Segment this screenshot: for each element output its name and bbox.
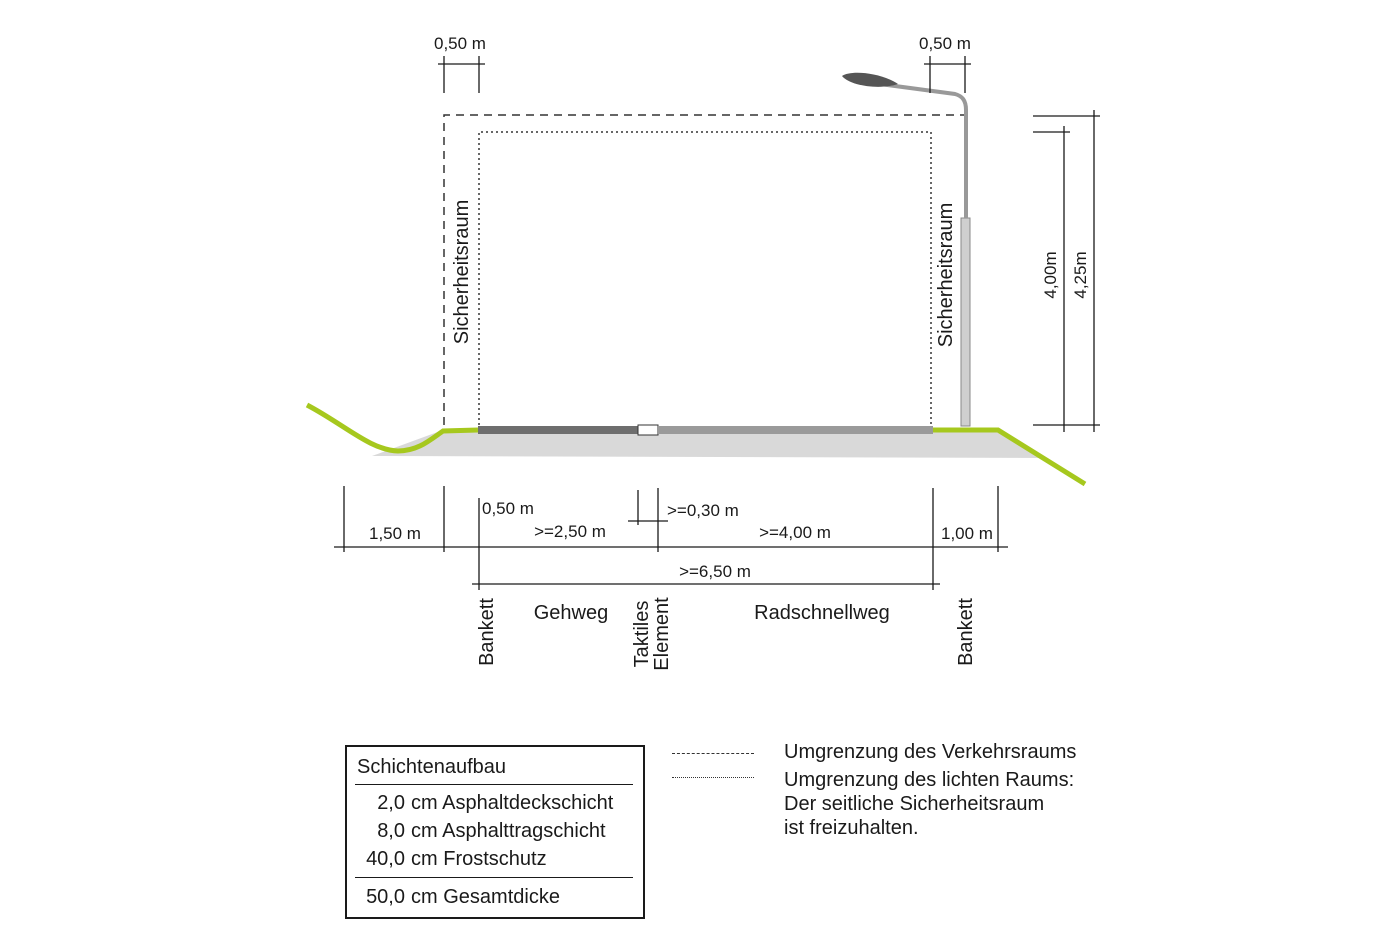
dim-height-outer: 4,25m [1071, 251, 1090, 298]
legend-dotted-line1: Umgrenzung des lichten Raums: [784, 769, 1075, 791]
label-safety-left: Sicherheitsraum [451, 200, 473, 345]
cycleway-surface [658, 426, 933, 434]
layer-thickness: 40,0 [366, 848, 405, 870]
layer-name: Asphalttragschicht [442, 820, 606, 842]
layer-name: Frostschutz [443, 848, 547, 870]
dim-height-inner: 4,00m [1041, 251, 1060, 298]
label-radweg: Radschnellweg [754, 602, 890, 624]
layers-divider [355, 784, 633, 785]
label-bankett-left: Bankett [476, 598, 498, 666]
layer-unit: cm [411, 886, 438, 908]
layer-thickness: 8,0 [377, 820, 405, 842]
label-taktil-line1: Taktiles [631, 601, 653, 668]
dim-bankett-left: 0,50 m [482, 499, 534, 518]
layer-thickness: 50,0 [366, 886, 405, 908]
label-safety-right: Sicherheitsraum [935, 203, 957, 348]
sidewalk-surface [478, 426, 638, 434]
layer-row: 8,0 cm Asphalttragschicht [357, 820, 606, 843]
height-dimensions [1033, 110, 1100, 432]
legend-dotted-line [672, 777, 754, 778]
layer-total-row: 50,0 cm Gesamtdicke [357, 886, 560, 909]
dim-top-right: 0,50 m [919, 34, 971, 53]
legend-dotted-line3: ist freizuhalten. [784, 817, 919, 839]
layer-row: 2,0 cm Asphaltdeckschicht [357, 792, 613, 815]
legend-dashed-text: Umgrenzung des Verkehrsraums [784, 741, 1077, 763]
grass-left [305, 402, 479, 454]
clearance-boundary [478, 131, 932, 425]
dim-total: >=6,50 m [679, 562, 751, 581]
dim-gehweg: >=2,50 m [534, 522, 606, 541]
label-bankett-right: Bankett [955, 598, 977, 666]
dim-radweg: >=4,00 m [759, 523, 831, 542]
ground-fill [372, 430, 1045, 458]
layer-name: Asphaltdeckschicht [442, 792, 614, 814]
bottom-dimensions [334, 486, 1008, 590]
grass-right [933, 427, 1087, 487]
layer-unit: cm [411, 820, 438, 842]
layer-row: 40,0 cm Frostschutz [357, 848, 547, 871]
layer-name: Gesamtdicke [443, 886, 560, 908]
traffic-space-boundary [443, 114, 966, 425]
label-gehweg: Gehweg [534, 602, 609, 624]
layers-title: Schichtenaufbau [357, 756, 507, 778]
legend-dotted-text: Umgrenzung des lichten Raums: Der seitli… [784, 768, 1074, 840]
layer-thickness: 2,0 [377, 792, 405, 814]
legend-dashed-line [672, 753, 754, 754]
layers-divider [355, 877, 633, 878]
top-left-dimension [438, 56, 485, 93]
dim-top-left: 0,50 m [434, 34, 486, 53]
top-right-dimension [924, 56, 971, 93]
layer-unit: cm [411, 848, 438, 870]
dim-bankett-right: 1,00 m [941, 524, 993, 543]
street-lamp-icon [842, 72, 971, 427]
dim-taktil: >=0,30 m [667, 501, 739, 520]
layer-structure-table: Schichtenaufbau 2,0 cm Asphaltdeckschicht… [345, 745, 645, 919]
tactile-element [637, 424, 659, 436]
legend-dotted-line2: Der seitliche Sicherheitsraum [784, 793, 1045, 815]
legend: Umgrenzung des Verkehrsraums Umgrenzung … [672, 738, 1132, 848]
dim-slope-left: 1,50 m [369, 524, 421, 543]
label-taktil-line2: Element [651, 597, 673, 671]
layer-unit: cm [411, 792, 438, 814]
